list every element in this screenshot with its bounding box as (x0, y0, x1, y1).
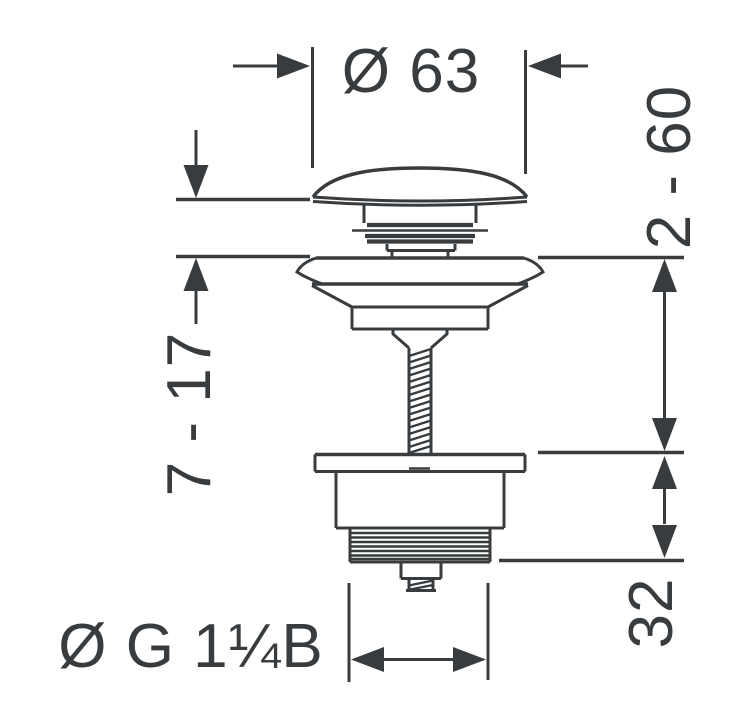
valve-cap-outline (311, 166, 529, 207)
valve-collar-outline (352, 204, 488, 258)
dim-thread-length-arrows (499, 456, 684, 563)
valve-body-outline (334, 471, 506, 530)
dim-thread-size-arrows (347, 583, 490, 682)
dim-thread-size-label: Ø G 1¼B (58, 612, 324, 681)
dim-cap-diameter-label: Ø 63 (341, 37, 481, 106)
dim-installation-depth-arrows (538, 255, 684, 455)
dim-cap-diameter-arrows (233, 47, 588, 174)
dim-installation-depth-label: 2 - 60 (635, 84, 704, 250)
threaded-spindle-outline (407, 347, 433, 455)
external-thread-outline (348, 528, 492, 564)
valve-rosette-outline (295, 256, 545, 350)
spindle-tip-outline (399, 562, 443, 592)
flange-plate-outline (313, 452, 527, 473)
dim-cap-clearance-arrows (176, 130, 310, 324)
dim-thread-length-label: 32 (617, 577, 686, 649)
dim-cap-clearance-label: 7 - 17 (155, 331, 224, 497)
